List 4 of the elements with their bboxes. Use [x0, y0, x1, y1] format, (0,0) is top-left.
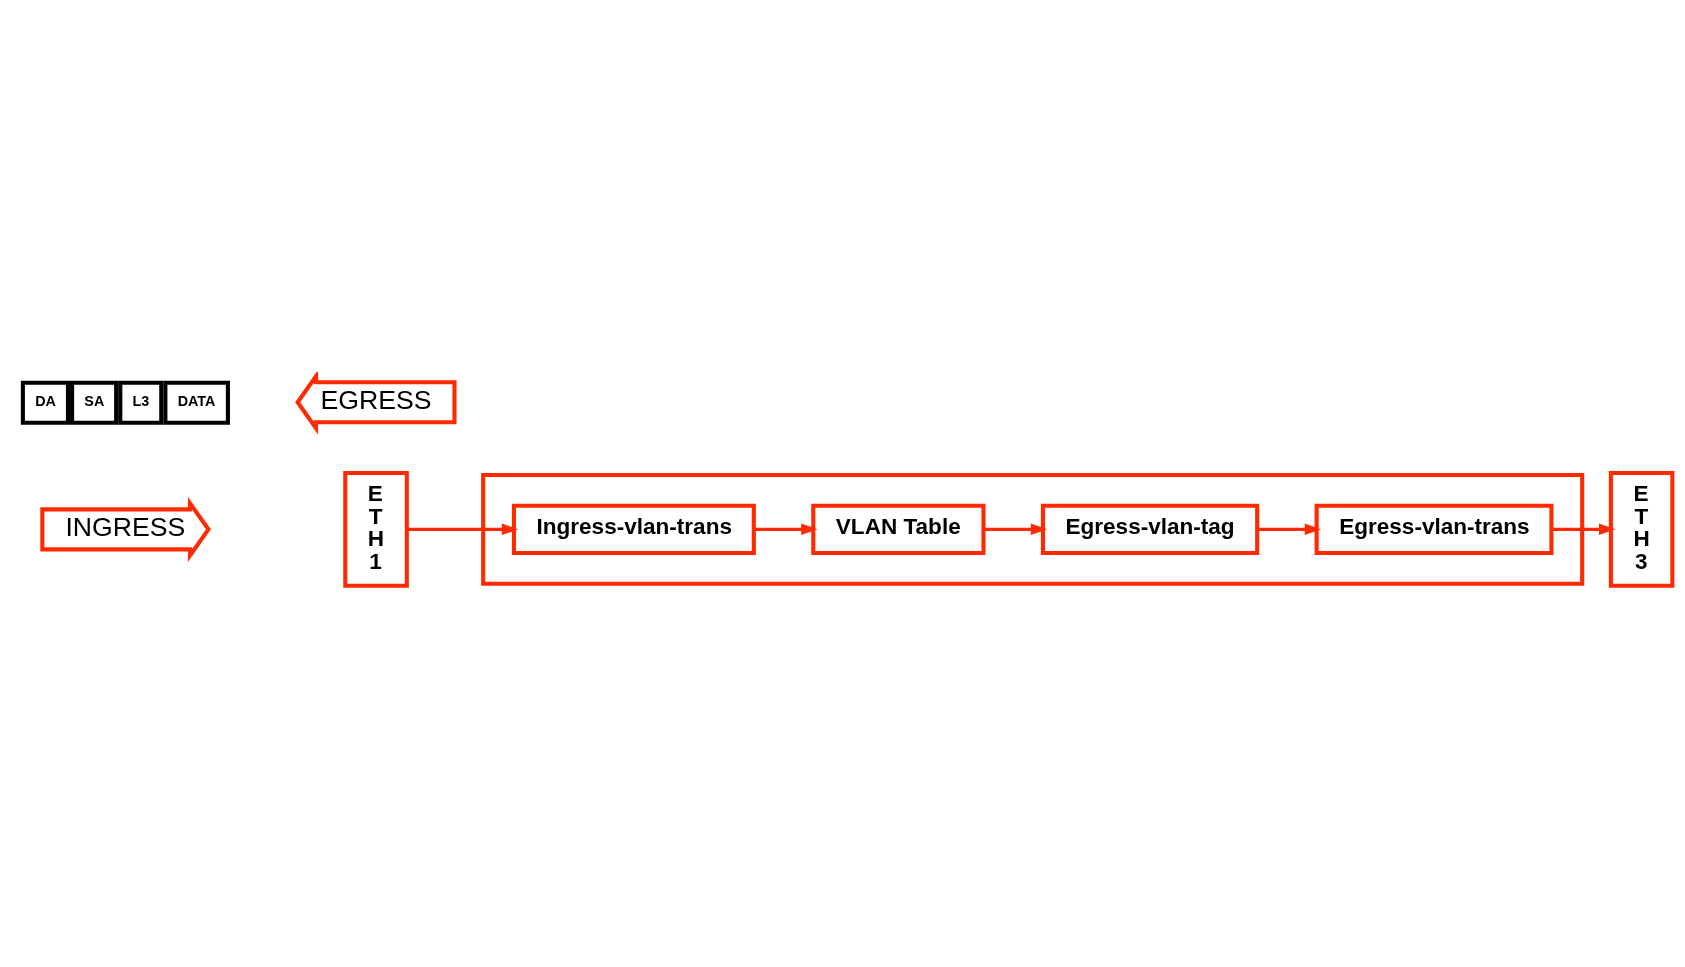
label: DATA [177, 392, 216, 409]
label: L3 [132, 392, 150, 409]
label: DA [35, 392, 56, 409]
label: SA [84, 392, 105, 409]
